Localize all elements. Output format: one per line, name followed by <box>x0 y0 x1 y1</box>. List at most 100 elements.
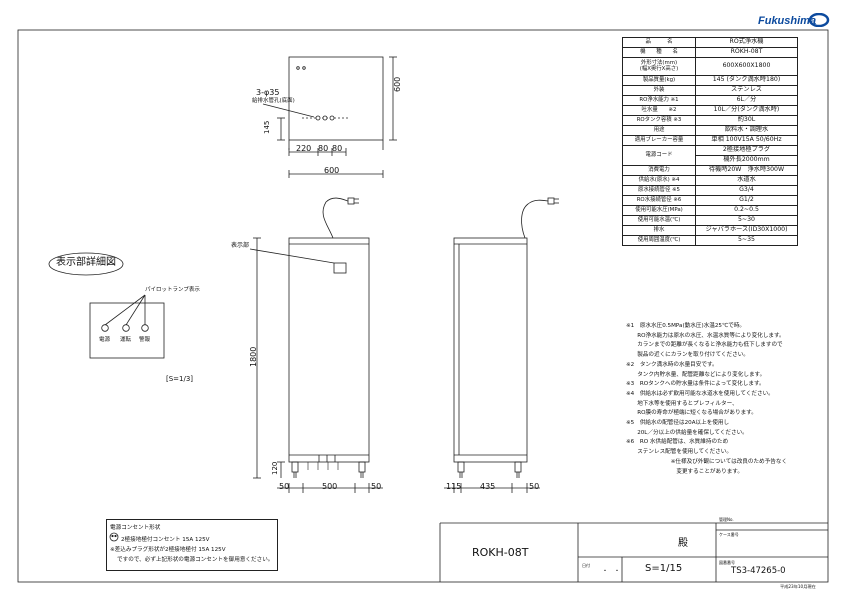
spec-key: RO浄水能力 ※1 <box>622 95 696 106</box>
outer-frame <box>17 29 829 583</box>
spec-row: 使用周囲温度(℃)5~35 <box>622 235 798 246</box>
spec-key: 製品質量(kg) <box>622 75 696 86</box>
spec-key: 使用可能水温(℃) <box>622 215 696 226</box>
spec-value: 10L／分(タンク満水時) <box>695 105 798 116</box>
drawing-number: TS3-47265-0 <box>731 566 786 576</box>
spec-value: ROKH-08T <box>695 47 798 58</box>
lamp-power-label: 電源 <box>99 337 111 343</box>
notes: ※1 原水水圧0.5MPa(動水圧)水温25℃で時。 RO浄水能力は原水の水圧、… <box>626 322 787 477</box>
dim-120: 120 <box>271 461 279 475</box>
spec-value: RO式浄水機 <box>695 37 798 48</box>
note-line: RO浄水能力は原水の水圧、水温水質等により変化します。 <box>626 332 785 339</box>
display-detail-box <box>89 302 165 359</box>
note-line: ※1 原水水圧0.5MPa(動水圧)水温25℃で時。 <box>626 323 746 329</box>
spec-value: 約30L <box>695 115 798 126</box>
dim-50b: 50 <box>371 482 382 491</box>
dim-145: 145 <box>263 120 271 134</box>
dim-width-top: 600 <box>324 166 340 175</box>
spec-value: 待機時20W 浄水時300W <box>695 165 798 176</box>
note-line: 変更することがあります。 <box>626 468 743 475</box>
detail-title: 表示部詳細図 <box>56 257 116 268</box>
scale-detail: [S=1/3] <box>166 375 194 383</box>
kanri-label: 管理No. <box>719 517 734 522</box>
spec-value: 水道水 <box>695 175 798 186</box>
spec-row: 製品質量(kg)145 (タンク満水時180) <box>622 75 798 86</box>
note-line: ※6 RO 水供給配管は、水質維持のため <box>626 439 729 446</box>
dim-1800: 1800 <box>249 346 258 367</box>
spec-value: 0.2~0.5 <box>695 205 798 216</box>
fukushima-logo: Fukushima <box>758 15 817 27</box>
spec-key: 電源コード <box>622 145 696 166</box>
dim-80a: 80 <box>318 144 329 153</box>
spec-row: 適用ブレーカー容量単相 100V15A 50/60Hz <box>622 135 798 146</box>
case-label: ケース番号 <box>719 532 739 537</box>
dim-50c: 50 <box>529 482 540 491</box>
dim-220: 220 <box>296 144 312 153</box>
spec-row: 用途飲料水・調理水 <box>622 125 798 136</box>
note-line: ※仕様及び外観については改良のため予告なく <box>626 458 788 465</box>
spec-key: 供給水(原水) ※4 <box>622 175 696 186</box>
spec-key: 原水接続管径 ※5 <box>622 185 696 196</box>
dim-50a: 50 <box>279 482 290 491</box>
spec-row: 外形寸法(mm) (幅X奥行X高さ)600X600X1800 <box>622 57 798 76</box>
spec-value: G1/2 <box>695 195 798 206</box>
outlet-line3: ですので、必ず上記形状の電源コンセントを御用意ください。 <box>117 557 274 563</box>
spec-row: 消費電力待機時20W 浄水時300W <box>622 165 798 176</box>
outlet-icon <box>109 532 119 542</box>
spec-value: 6L／分 <box>695 95 798 106</box>
spec-key: 排水 <box>622 225 696 236</box>
note-line: ※3 ROタンクへの貯水量は条件によって変化します。 <box>626 381 765 388</box>
pilot-lamp-label: パイロットランプ表示 <box>145 287 200 293</box>
dim-500: 500 <box>322 482 338 491</box>
model-name: ROKH-08T <box>472 546 529 559</box>
spec-row: 使用可能水温(℃)5~30 <box>622 215 798 226</box>
note-line: ※2 タンク満水時の水量目安です。 <box>626 361 718 368</box>
side-view-cabinet <box>453 237 528 463</box>
spec-value: ステンレス <box>695 85 798 96</box>
spec-row: 排水ジャバラホース(ID30X1000) <box>622 225 798 236</box>
spec-key: 用途 <box>622 125 696 136</box>
outlet-title: 電源コンセント形状 <box>110 525 161 531</box>
note-line: ※5 供給水の配管径は20A以上を使用し <box>626 420 730 427</box>
holes-sub-label: 給排水管孔(底面) <box>252 98 295 104</box>
note-line: 地下水等を使用するとプレフィルター、 <box>626 400 738 407</box>
spec-value: G3/4 <box>695 185 798 196</box>
spec-row: 使用可能水圧(MPa)0.2~0.5 <box>622 205 798 216</box>
note-line: 20L／分以上の供給量を確保してください。 <box>626 429 748 436</box>
spec-value: 5~30 <box>695 215 798 226</box>
spec-value: 機外長2000mm <box>695 155 798 166</box>
spec-value: 5~35 <box>695 235 798 246</box>
date-value: ・ ・ <box>602 568 621 575</box>
outlet-box: 電源コンセント形状 2極接地極付コンセント 15A 125V ※差込みプラグ形状… <box>106 519 278 571</box>
spec-value: ジャバラホース(ID30X1000) <box>695 225 798 236</box>
lamp-alarm-label: 警報 <box>139 337 151 343</box>
spec-key: 使用周囲温度(℃) <box>622 235 696 246</box>
spec-key: 品 名 <box>622 37 696 48</box>
lamp-run-icon <box>122 324 130 332</box>
spec-key: 適用ブレーカー容量 <box>622 135 696 146</box>
spec-key: 外形寸法(mm) (幅X奥行X高さ) <box>622 57 696 76</box>
front-view-cabinet <box>288 237 370 463</box>
lamp-run-label: 運転 <box>120 337 132 343</box>
note-line: ステンレス配管を使用してください。 <box>626 449 732 456</box>
spec-key: 使用可能水圧(MPa) <box>622 205 696 216</box>
note-line: RO膜の寿命が極端に短くなる場合があります。 <box>626 410 757 417</box>
spec-value: 単相 100V15A 50/60Hz <box>695 135 798 146</box>
logo-swoosh-icon <box>808 13 830 27</box>
spec-value: 145 (タンク満水時180) <box>695 75 798 86</box>
dim-435: 435 <box>480 482 496 491</box>
date-label: 日付 <box>582 563 590 568</box>
spec-value: 2極接地極プラグ <box>695 145 798 156</box>
outlet-line2: ※差込みプラグ形状が2極接地極付 15A 125V <box>110 547 226 553</box>
scale-main: S=1/15 <box>645 563 683 574</box>
outlet-line1: 2極接地極付コンセント 15A 125V <box>121 537 210 543</box>
